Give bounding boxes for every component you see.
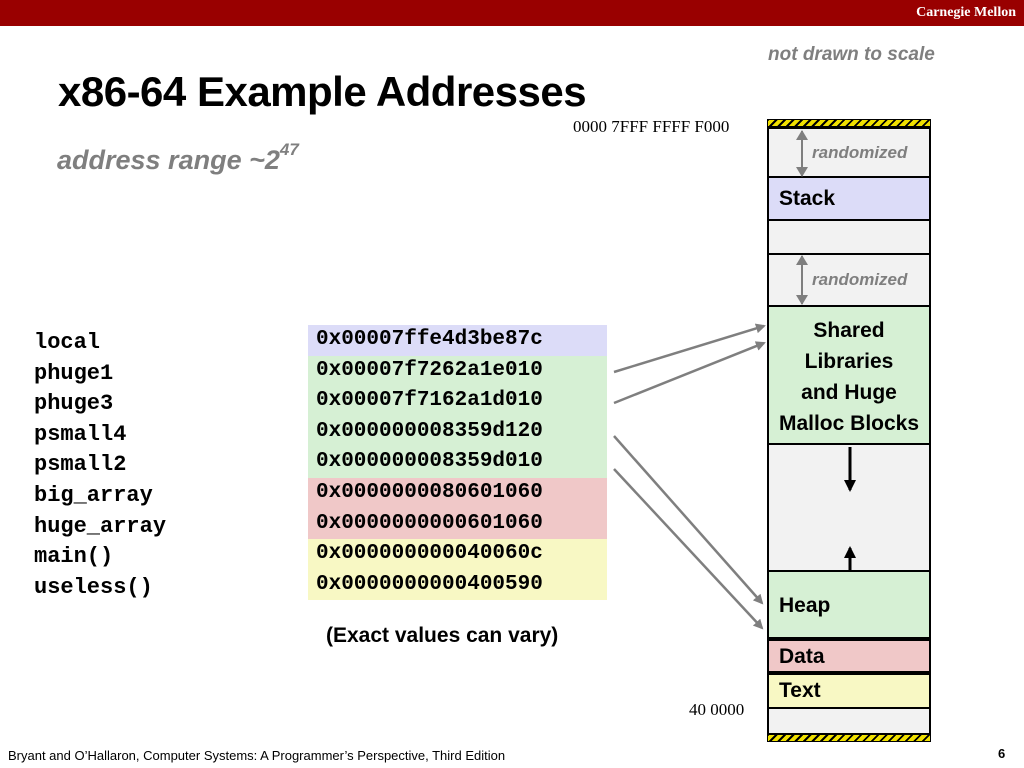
top-address-label: 0000 7FFF FFFF F000 [573,117,730,136]
shared-label-line: Malloc Blocks [778,412,920,435]
arrow-phuge3-to-shared [613,341,766,405]
heap-segment: Heap [767,570,931,639]
variable-names-list: local phuge1 phuge3 psmall4 psmall2 big_… [34,328,166,603]
scale-note: not drawn to scale [768,44,935,65]
randomized-label-middle: randomized [812,270,908,289]
randomized-arrow-top [796,130,808,177]
exact-values-note: (Exact values can vary) [326,624,559,647]
variable-name: huge_array [34,513,167,539]
variable-name: big_array [34,482,153,508]
arrow-phuge1-to-shared [613,323,766,374]
address-values-list: 0x00007ffe4d3be87c 0x00007f7262a1e010 0x… [308,325,607,601]
address-value: 0x0000000080601060 [308,477,607,509]
text-segment: Text [767,673,931,709]
address-value: 0x0000000000601060 [308,508,607,540]
variable-name: main() [34,544,114,570]
data-label: Data [779,645,825,668]
footer-citation: Bryant and O’Hallaron, Computer Systems:… [8,748,506,763]
arrow-psmall2-to-heap [613,468,764,630]
address-range-exponent: 47 [279,140,299,159]
shared-label-line: Shared [813,319,885,342]
shared-label-line: and Huge [801,381,897,404]
address-value: 0x00007ffe4d3be87c [308,325,607,356]
variable-name: psmall2 [34,452,127,478]
header-bar: Carnegie Mellon [0,0,1024,26]
page-title: x86-64 Example Addresses [58,68,587,115]
segment-divider [767,253,931,255]
shared-libraries-label: Shared Libraries and Huge Malloc Blocks [769,307,929,439]
data-segment: Data [767,639,931,673]
top-hatch-bar [767,119,931,127]
address-value: 0x00007f7262a1e010 [308,355,607,387]
heap-label: Heap [779,594,831,617]
address-value: 0x0000000000400590 [308,569,607,601]
brand-label: Carnegie Mellon [916,5,1016,20]
address-value: 0x000000000040060c [308,539,607,570]
arrow-psmall4-to-heap [613,435,764,605]
address-value: 0x000000008359d010 [308,447,607,478]
address-value: 0x000000008359d120 [308,416,607,448]
variable-name: phuge1 [34,360,114,386]
variable-name: local [34,330,101,355]
variable-name: psmall4 [34,421,127,447]
stack-label: Stack [779,187,836,210]
randomized-arrow-middle [796,255,808,305]
bottom-hatch-bar [767,734,931,742]
shared-libraries-segment: Shared Libraries and Huge Malloc Blocks [767,305,931,445]
bottom-address-label: 40 0000 [689,700,745,719]
variable-name: phuge3 [34,391,114,417]
stack-segment: Stack [767,176,931,221]
address-value: 0x00007f7162a1d010 [308,386,607,417]
text-label: Text [779,679,821,702]
page-number: 6 [998,746,1006,761]
variable-name: useless() [34,574,153,600]
address-range-text: address range ~2 [57,145,280,175]
shared-label-line: Libraries [804,350,894,373]
randomized-label-top: randomized [812,143,908,162]
address-range: address range ~247 [57,140,299,176]
